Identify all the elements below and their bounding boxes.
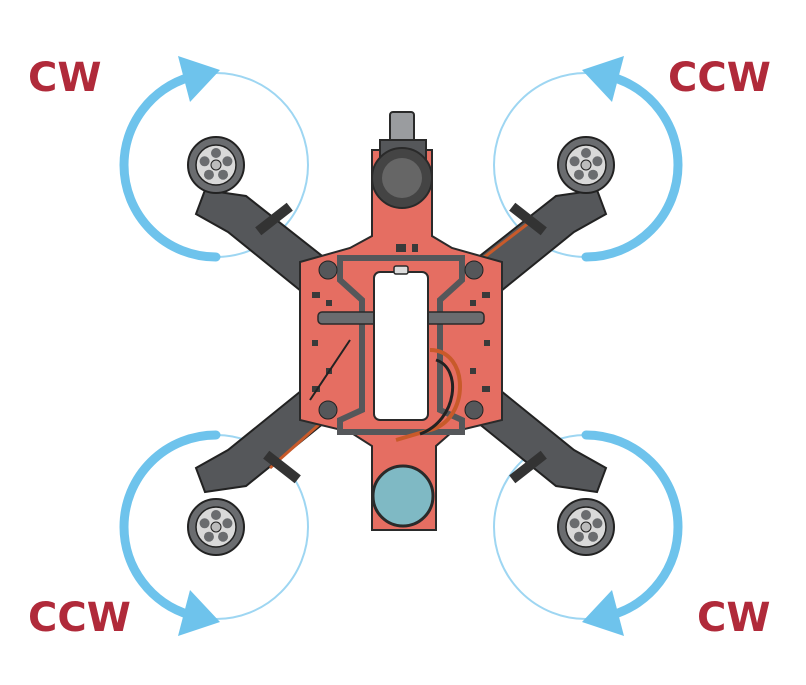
rear-left-rotation-arrow-icon bbox=[119, 430, 309, 636]
buzzer bbox=[371, 464, 435, 528]
fpv-camera-icon bbox=[371, 111, 433, 209]
front-left-rotation-label: CW bbox=[28, 55, 102, 101]
front-right-rotation-arrow-icon bbox=[493, 56, 683, 262]
front-right-motor-icon bbox=[557, 136, 615, 194]
rear-right-rotation-arrow-icon bbox=[493, 430, 683, 636]
rotation-indicators bbox=[119, 56, 683, 636]
motors bbox=[187, 136, 615, 556]
rear-right-motor-icon bbox=[557, 498, 615, 556]
front-right-rotation-label: CCW bbox=[668, 55, 771, 101]
rear-left-motor-icon bbox=[187, 498, 245, 556]
rear-left-rotation-label: CCW bbox=[28, 595, 131, 641]
rear-right-rotation-label: CW bbox=[697, 595, 771, 641]
front-left-rotation-arrow-icon bbox=[119, 56, 309, 262]
battery-pack bbox=[309, 265, 462, 442]
front-left-motor-icon bbox=[187, 136, 245, 194]
